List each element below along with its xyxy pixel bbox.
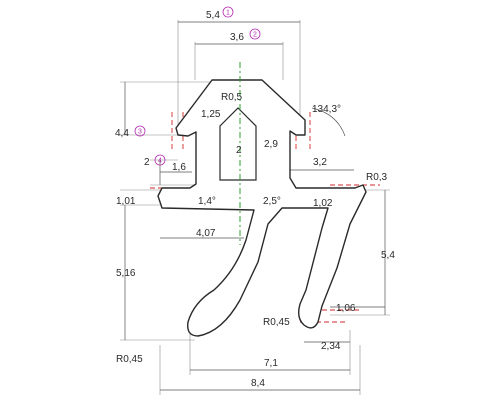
step-height-label: 2 xyxy=(144,157,150,168)
center-offset-label: 4,07 xyxy=(196,228,216,239)
inner-width-label: 3,6 xyxy=(230,32,244,43)
annotation-markers: 1 2 3 4 xyxy=(134,6,261,166)
right-leg-width-label: 1,02 xyxy=(313,198,333,209)
inner-span-label: 7,1 xyxy=(264,358,278,369)
slot-width-label: 1,25 xyxy=(201,109,221,120)
svg-text:3: 3 xyxy=(138,129,142,136)
inner-slot xyxy=(219,107,257,181)
overall-width-label: 8,4 xyxy=(251,378,265,389)
extension-lines xyxy=(120,20,390,395)
svg-text:2: 2 xyxy=(253,32,257,39)
profile-outline xyxy=(157,79,367,337)
svg-text:1: 1 xyxy=(226,10,230,17)
radius-right-label: R0,3 xyxy=(366,172,388,183)
angle-top-label: 134,3° xyxy=(312,104,341,115)
right-tip-label: 1,06 xyxy=(336,303,356,314)
svg-text:4: 4 xyxy=(158,158,162,165)
radius-top-label: R0,5 xyxy=(221,92,243,103)
angle-right-label: 2,5° xyxy=(263,196,281,207)
slot-height-label: 2,9 xyxy=(264,139,278,150)
shoulder-width-label: 3,2 xyxy=(313,157,327,168)
radius-tip-label: R0,45 xyxy=(263,317,290,328)
left-lip-label: 1,01 xyxy=(116,196,136,207)
dimension-lines xyxy=(124,21,386,391)
slot-depth-label: 2 xyxy=(236,145,242,156)
step-width-label: 1,6 xyxy=(172,162,186,173)
tip-offset-label: 2,34 xyxy=(321,341,341,352)
radius-bottom-label: R0,45 xyxy=(116,354,143,365)
head-height-label: 4,4 xyxy=(115,128,129,139)
leg-height-label: 5,16 xyxy=(116,268,136,279)
top-width-label: 5,4 xyxy=(206,10,220,21)
dimension-labels: 5,4 3,6 4,4 2 1,6 1,01 5,16 R0,5 1,25 2,… xyxy=(115,10,395,389)
right-height-label: 5,4 xyxy=(381,250,395,261)
angle-left-label: 1,4° xyxy=(198,196,216,207)
